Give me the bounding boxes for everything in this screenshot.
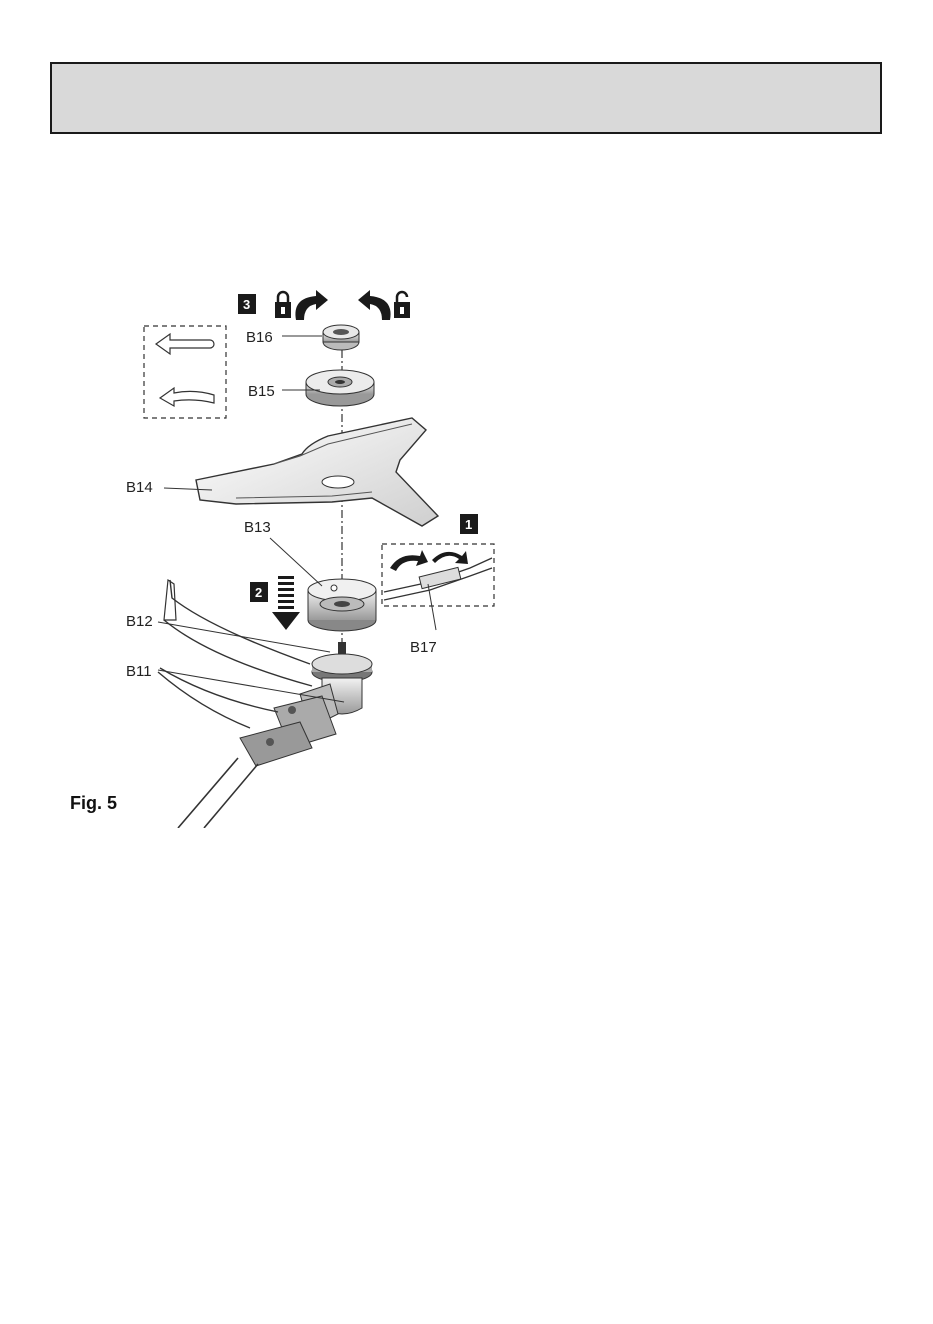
figure-caption: Fig. 5 [70, 793, 117, 813]
assembly-figure: 3 B16 B1 [60, 268, 502, 828]
blade-b14 [196, 418, 438, 526]
section-header-box [50, 62, 882, 134]
label-b13: B13 [244, 519, 271, 536]
label-b17: B17 [410, 639, 437, 656]
step-3-group: 3 [238, 290, 410, 320]
rotate-counterclockwise-arrow-icon [390, 550, 428, 571]
label-b15: B15 [248, 383, 275, 400]
step-3-number: 3 [243, 297, 250, 312]
label-b11: B11 [126, 663, 152, 680]
washer-b15 [306, 370, 374, 406]
unlock-icon [394, 292, 410, 318]
shaft [178, 758, 258, 828]
direction-inset [144, 326, 226, 418]
step-2-number: 2 [255, 585, 262, 600]
label-b12: B12 [126, 613, 153, 630]
gearhead-assembly [240, 642, 372, 766]
rotate-clockwise-arrow-icon [295, 290, 328, 320]
nut-b16 [323, 325, 359, 350]
lock-icon [275, 292, 291, 318]
rotate-clockwise-arrow-icon [432, 551, 468, 564]
leader-b17 [428, 584, 436, 630]
rotate-counterclockwise-arrow-icon [358, 290, 391, 320]
shaft-lock-inset [382, 544, 494, 606]
step-1-number: 1 [465, 517, 472, 532]
cup-b13 [308, 579, 376, 631]
leader-b13 [270, 538, 322, 586]
label-b14: B14 [126, 479, 153, 496]
leader-b12 [158, 622, 330, 652]
left-arrow-icon [156, 334, 214, 354]
left-arrow-icon [160, 388, 214, 406]
dashed-down-arrow-icon [272, 576, 300, 630]
label-b16: B16 [246, 329, 273, 346]
